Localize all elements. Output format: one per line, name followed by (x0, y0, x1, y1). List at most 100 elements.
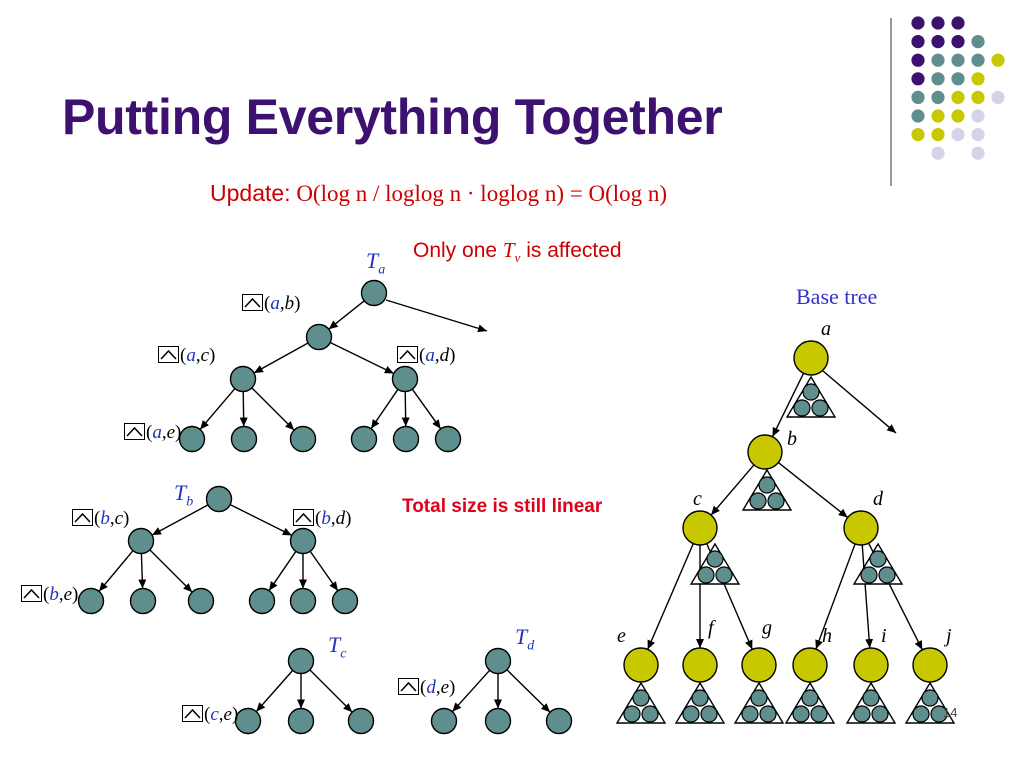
base-node-label-b: b (787, 428, 797, 450)
tree-node (289, 527, 317, 555)
tree-node (484, 707, 512, 735)
edge-label-ad: (a,d) (397, 345, 455, 367)
base-tree-node (793, 340, 829, 376)
base-tree-node (792, 647, 828, 683)
tree-node (205, 485, 233, 513)
base-tree-node (623, 647, 659, 683)
tree-node (392, 425, 420, 453)
tree-node (287, 707, 315, 735)
tree-node (347, 707, 375, 735)
only-one-note: Only one Tv is affected (413, 238, 622, 266)
tree-node (350, 425, 378, 453)
subtree-node (793, 399, 811, 417)
tree-node (430, 707, 458, 735)
base-node-label-d: d (873, 488, 883, 510)
tree-edge (239, 391, 248, 427)
subtree-node (811, 399, 829, 417)
subtree-node (853, 705, 871, 723)
tree-edge (506, 669, 551, 713)
collapse-icon (242, 294, 263, 311)
subtree-node (749, 492, 767, 510)
base-node-label-j: j (946, 625, 952, 647)
tree-node (129, 587, 157, 615)
total-size-note: Total size is still linear (402, 496, 603, 517)
base-tree-node (912, 647, 948, 683)
tree-node (289, 425, 317, 453)
tree-edge (149, 549, 193, 593)
subtree-node (641, 705, 659, 723)
tree-edge (328, 300, 365, 330)
tree-label-ta: Ta (366, 248, 386, 278)
collapse-icon (158, 346, 179, 363)
subtree-node (930, 705, 948, 723)
tree-edge (268, 550, 297, 592)
collapse-icon (397, 346, 418, 363)
subtree-node (682, 705, 700, 723)
tree-label-tb: Tb (174, 480, 194, 510)
tree-node (248, 587, 276, 615)
edge-label-ae: (a,e) (124, 422, 181, 444)
subtree-node (810, 705, 828, 723)
edge-label-be: (b,e) (21, 584, 78, 606)
update-label: Update: (210, 180, 291, 206)
collapse-icon (182, 705, 203, 722)
tree-edge (822, 370, 897, 434)
update-cost-line: Update: O(log n / loglog n · loglog n) =… (210, 180, 667, 207)
tree-edge (401, 391, 410, 427)
tree-edge (815, 543, 856, 650)
subtree-node (802, 383, 820, 401)
collapse-icon (72, 509, 93, 526)
tree-edge (255, 669, 294, 713)
slide-title: Putting Everything Together (62, 89, 723, 145)
edge-label-bd: (b,d) (293, 508, 351, 530)
tree-node (230, 425, 258, 453)
collapse-icon (124, 423, 145, 440)
tree-edge (777, 462, 849, 518)
subtree-node (715, 566, 733, 584)
tree-node (229, 365, 257, 393)
subtree-node (758, 476, 776, 494)
subtree-node (623, 705, 641, 723)
subtree-node (792, 705, 810, 723)
tree-node (545, 707, 573, 735)
edge-label-de: (d,e) (398, 677, 455, 699)
collapse-icon (398, 678, 419, 695)
tree-edge (309, 550, 339, 592)
tree-edge (861, 544, 874, 649)
base-node-label-c: c (693, 488, 702, 510)
base-tree-label: Base tree (796, 284, 878, 309)
base-tree-node (682, 647, 718, 683)
base-node-label-e: e (617, 625, 626, 647)
subtree-node (759, 705, 777, 723)
tree-edge (411, 388, 442, 430)
subtree-node (878, 566, 896, 584)
subtree-node (801, 689, 819, 707)
subtree-node (871, 705, 889, 723)
subtree-node (741, 705, 759, 723)
tree-node (178, 425, 206, 453)
subtree-node (697, 566, 715, 584)
base-tree-node (843, 510, 879, 546)
subtree-node (706, 550, 724, 568)
tree-edge (710, 464, 755, 516)
subtree-node (632, 689, 650, 707)
subtree-node (750, 689, 768, 707)
base-tree-node (682, 510, 718, 546)
tree-node (287, 647, 315, 675)
tree-node (234, 707, 262, 735)
base-node-label-h: h (822, 625, 832, 647)
subtree-node (912, 705, 930, 723)
edge-label-ac: (a,c) (158, 345, 215, 367)
edge-label-ce: (c,e) (182, 704, 238, 726)
tree-edge (385, 299, 488, 333)
tree-edge (199, 388, 236, 430)
tree-edge (647, 543, 694, 650)
subtree-node (691, 689, 709, 707)
only-var: Tv (502, 238, 521, 266)
tree-edge (309, 669, 353, 713)
subtree-node (869, 550, 887, 568)
tree-edge (151, 504, 209, 536)
tree-node (127, 527, 155, 555)
base-node-label-g: g (762, 617, 772, 639)
